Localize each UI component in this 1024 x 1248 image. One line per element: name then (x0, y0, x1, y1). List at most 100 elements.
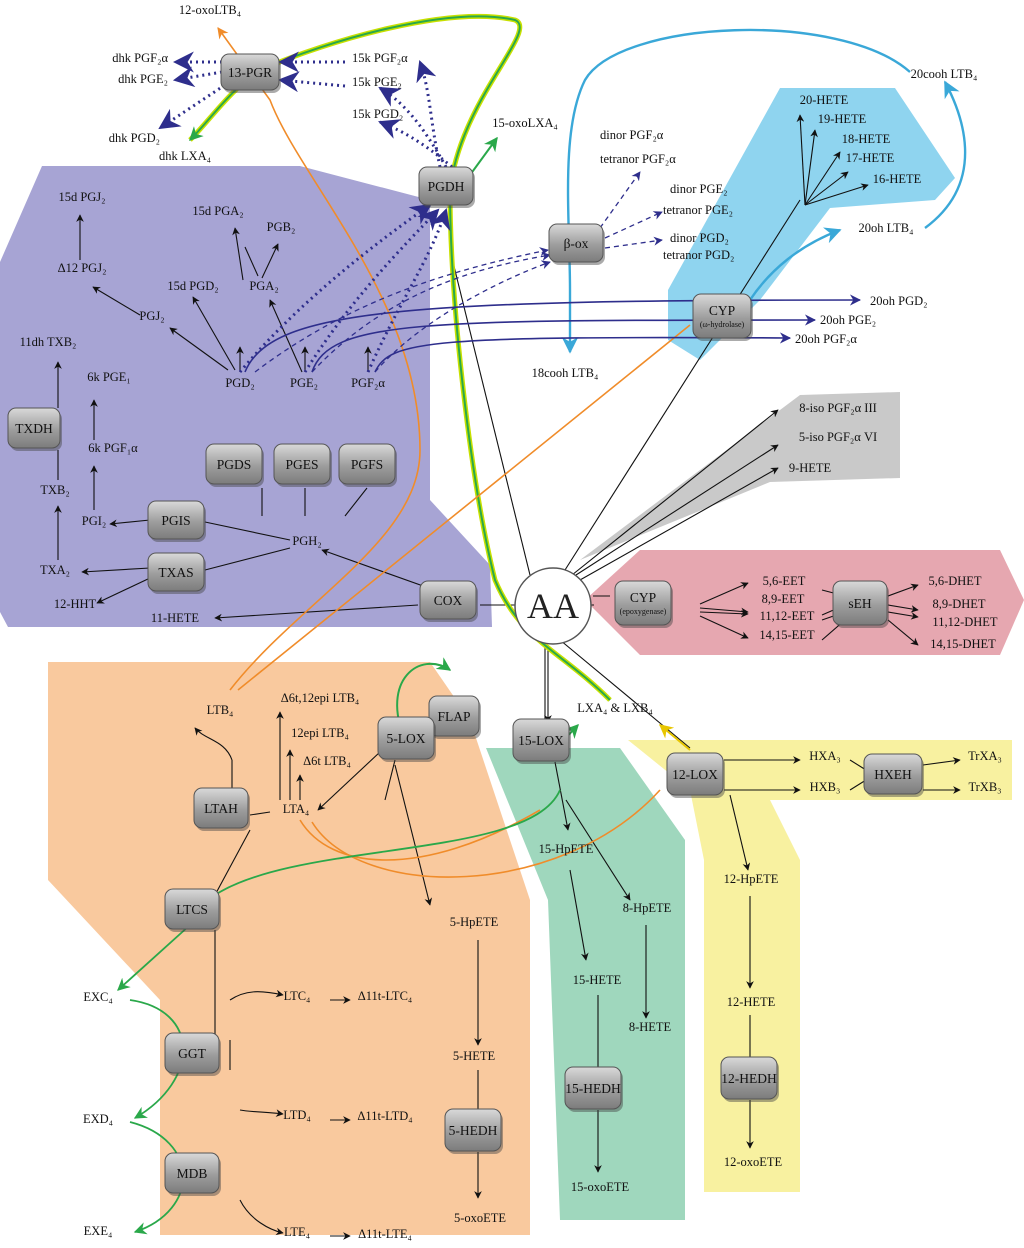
enzyme-12lox: 12-LOX (666, 752, 725, 798)
metabolite-d6t: Δ6t LTB₄ (303, 754, 351, 768)
metabolite-trxb3: TrXB₃ (968, 780, 1001, 794)
reaction-arrow (169, 327, 229, 371)
metabolite-oh20ltb: 20oh LTB₄ (859, 221, 914, 235)
enzyme-ggt: GGT (164, 1032, 221, 1076)
reaction-arrow (699, 582, 749, 605)
reaction-arrow (384, 759, 396, 801)
metabolite-d6t12: Δ6t,12epi LTB₄ (281, 691, 360, 705)
metabolite-pgh2: PGH₂ (292, 534, 321, 548)
metabolite-pgf6k: 6k PGF₁α (88, 441, 138, 455)
pgd2-omega-arrow (244, 294, 862, 373)
reaction-arrow (214, 604, 419, 622)
metabolite-dhkpgd: dhk PGD₂ (109, 131, 160, 145)
lox12-to-lxa-yellow (658, 724, 691, 751)
enzyme-label: LTCS (176, 902, 208, 917)
13pgr-to-dhkpge-dotted (172, 66, 223, 88)
reaction-arrow (232, 227, 244, 281)
metabolite-ltb4: LTB₄ (207, 703, 234, 717)
metabolite-tetrapgf: tetranor PGF₂α (600, 152, 676, 166)
reaction-arrow (192, 296, 236, 371)
enzyme-box: β-ox (548, 223, 605, 265)
arachidonic-acid-node: AA (514, 567, 592, 645)
metabolite-h20: 20-HETE (800, 93, 849, 107)
metabolite-iso8: 8-iso PGF₂α III (799, 401, 877, 415)
metabolite-pgj12: Δ12 PGJ₂ (58, 261, 107, 275)
metabolite-oxo15: 15-oxoETE (571, 1180, 630, 1194)
metabolite-pge6k: 6k PGE₁ (87, 370, 131, 384)
enzyme-label: HXEH (874, 767, 912, 782)
enzyme-flap: FLAP (428, 695, 481, 739)
reaction-arrow (887, 619, 919, 646)
metabolite-hete12: 12-HETE (727, 995, 776, 1009)
reaction-arrow (849, 759, 867, 771)
enzyme-15lox: 15-LOX (512, 718, 571, 764)
13pgr-to-dhkpgd-dotted (158, 83, 226, 130)
reaction-arrow (559, 639, 691, 749)
metabolite-h9: 9-HETE (789, 461, 832, 475)
enzyme-label: COX (434, 593, 463, 608)
metabolite-hpete12: 12-HpETE (724, 872, 779, 886)
metabolite-exd4: EXD₄ (83, 1112, 113, 1126)
reaction-arrow (344, 487, 368, 517)
metabolite-pgj15d: 15d PGJ₂ (58, 190, 105, 204)
enzyme-mdb: MDB (164, 1152, 221, 1196)
enzyme-label: MDB (177, 1166, 208, 1181)
metabolite-eet89: 8,9-EET (762, 592, 805, 606)
metabolite-hpete5: 5-HpETE (450, 915, 499, 929)
lox15-region (486, 748, 685, 1220)
enzyme-label: PGES (285, 457, 318, 472)
enzyme-txas: TXAS (147, 552, 206, 594)
enzyme-label: LTAH (204, 801, 238, 816)
reaction-arrow (244, 246, 259, 277)
ltb4-20cooh-path (924, 80, 967, 229)
reaction-arrow (554, 761, 571, 831)
reaction-arrow (204, 547, 291, 571)
reaction-arrow (804, 183, 869, 206)
metabolite-h16: 16-HETE (873, 172, 922, 186)
metabolite-eet56: 5,6-EET (763, 574, 806, 588)
enzyme-5lox: 5-LOX (377, 716, 436, 762)
enzyme-label: 5-LOX (387, 731, 426, 746)
metabolite-hxb3: HXB₃ (810, 780, 841, 794)
metabolite-hete8: 8-HETE (629, 1020, 672, 1034)
enzyme-pgis: PGIS (147, 500, 206, 542)
reaction-arrow (261, 243, 279, 279)
enzyme-12hedh: 12-HEDH (720, 1056, 779, 1102)
enzyme-txdh: TXDH (7, 407, 62, 451)
reaction-arrow (204, 521, 291, 541)
metabolite-txb11: 11dh TXB₂ (20, 335, 77, 349)
metabolite-lxa: LXA₄ & LXB₄ (577, 701, 652, 715)
metabolite-pge2: PGE₂ (290, 376, 318, 390)
enzyme-cyp_w: CYP(ω-hydrolase) (692, 293, 753, 341)
enzyme-label: CYP (630, 590, 656, 605)
metabolite-txa2: TXA₂ (40, 563, 70, 577)
enzyme-label: TXDH (15, 421, 53, 436)
metabolite-d11lte: Δ11t-LTE₄ (358, 1227, 412, 1241)
metabolite-cooh18: 18cooh LTB₄ (532, 366, 599, 380)
reaction-arrow (796, 114, 806, 206)
metabolite-iso5: 5-iso PGF₂α VI (799, 430, 877, 444)
metabolite-h11: 11-HETE (151, 611, 199, 625)
box-to-dinor-pgd-dashed (604, 236, 663, 249)
reaction-arrow (729, 794, 751, 871)
metabolite-hpete8: 8-HpETE (623, 901, 672, 915)
enzyme-label: FLAP (437, 709, 470, 724)
metabolite-oxo5: 5-oxoETE (454, 1211, 506, 1225)
ltb4-to-box-path (561, 28, 911, 354)
reaction-arrow (887, 604, 919, 613)
enzyme-label: 15-LOX (518, 733, 564, 748)
metabolite-trxa3: TrXA₃ (968, 749, 1002, 763)
metabolite-h19: 19-HETE (818, 112, 867, 126)
reaction-arrow (249, 811, 271, 816)
metabolite-dinorpgd: dinor PGD₂ (670, 231, 729, 245)
lox15-ltcs-green (214, 789, 561, 896)
reaction-arrow (269, 299, 303, 373)
metabolite-oxoltb4: 12-oxoLTB₄ (179, 3, 241, 17)
box-to-dinor-pge-dashed (604, 211, 663, 239)
ltb4-omega-oxidation (749, 227, 842, 301)
lox12-lta4-loop (311, 789, 661, 878)
reaction-arrow (699, 615, 749, 639)
metabolite-lte4: LTE₄ (284, 1225, 310, 1239)
ltb4-to-cyp-path (237, 324, 691, 691)
